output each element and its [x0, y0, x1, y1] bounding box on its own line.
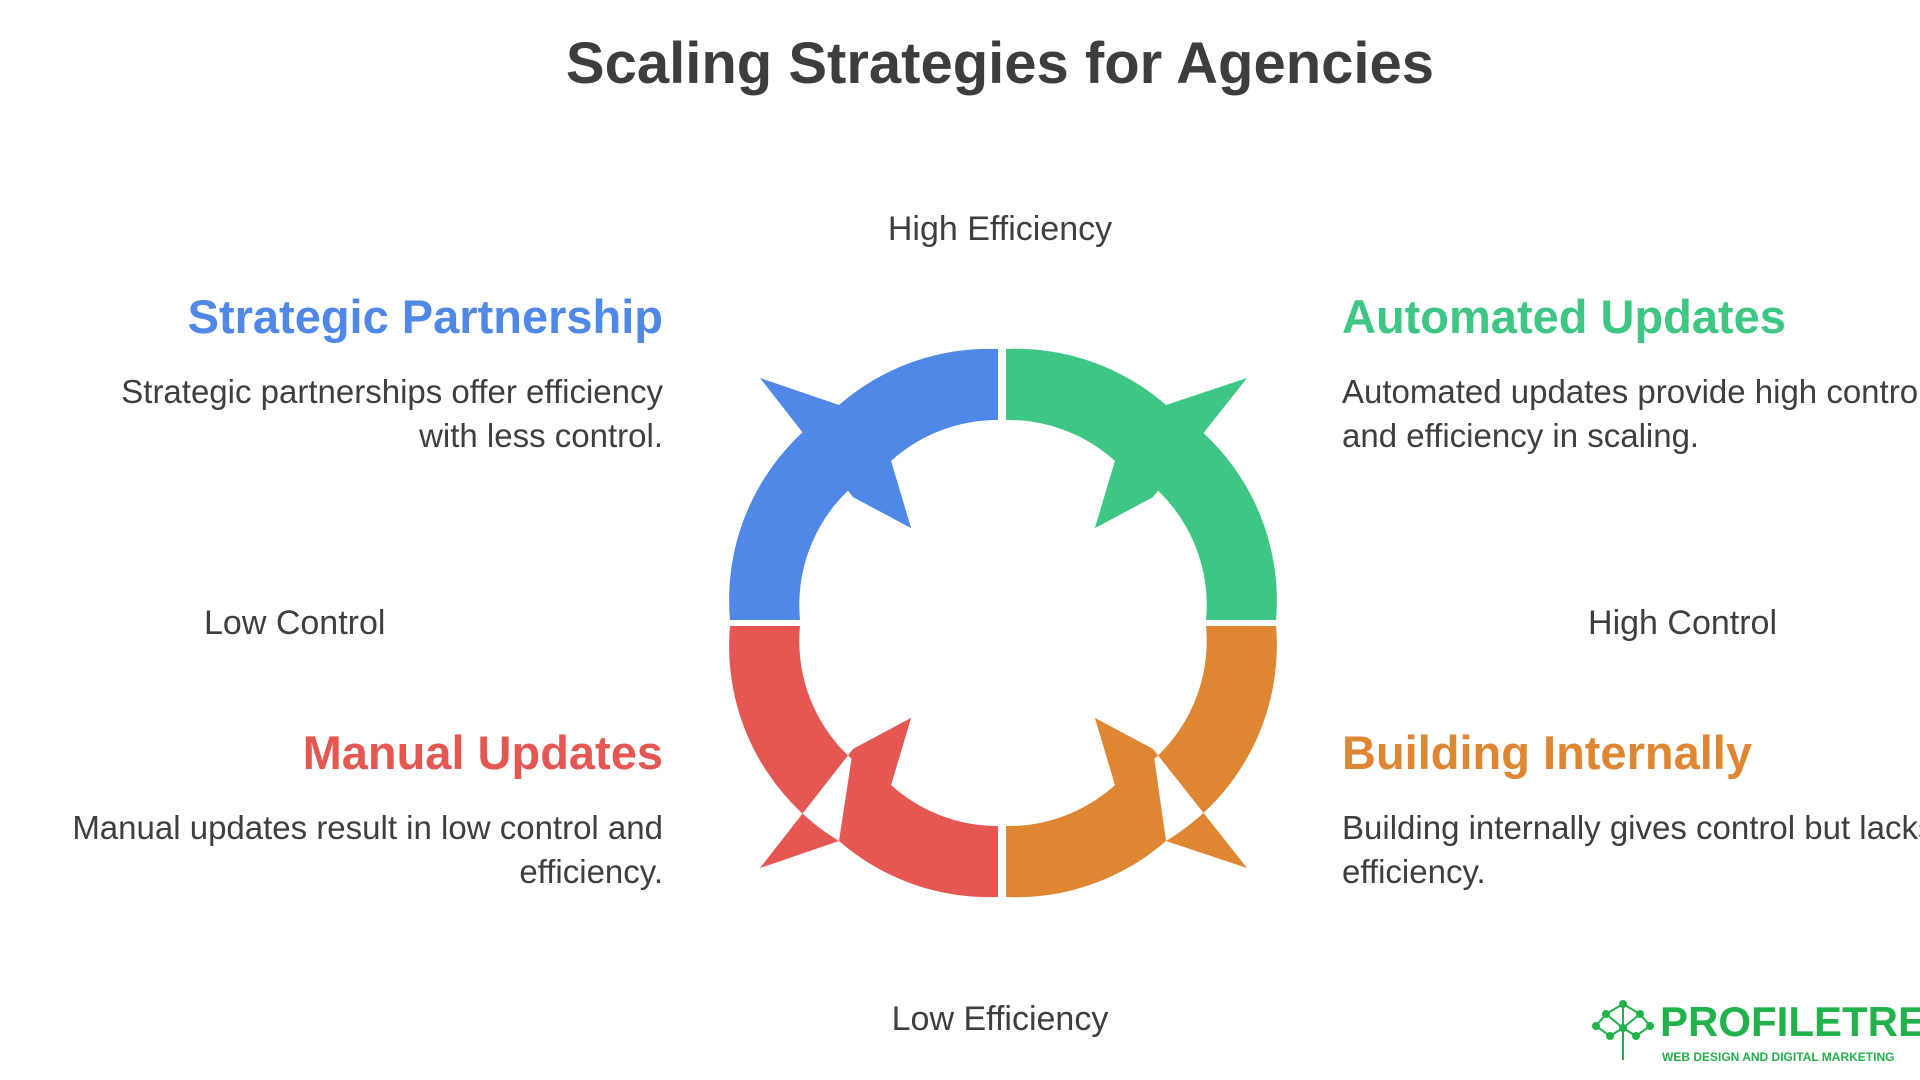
- quadrant-strategic-partnership: Strategic Partnership Strategic partners…: [63, 288, 663, 458]
- quadrant-building-internally: Building Internally Building internally …: [1342, 724, 1920, 894]
- axis-label-top: High Efficiency: [887, 210, 1113, 248]
- quadrant-description-automated: Automated updates provide high control a…: [1342, 373, 1920, 454]
- quadrant-description-strategic: Strategic partnerships offer efficiency …: [121, 373, 663, 454]
- quadrant-description-manual: Manual updates result in low control and…: [72, 809, 663, 890]
- axis-label-left: Low Control: [204, 604, 386, 642]
- quadrant-description-building: Building internally gives control but la…: [1342, 809, 1920, 890]
- segment-automated-updates: [1006, 348, 1247, 528]
- tree-network-icon: [1592, 1000, 1654, 1060]
- profiletree-logo: PROFILETREE WEB DESIGN AND DIGITAL MARKE…: [1592, 998, 1920, 1068]
- segment-building-arc: [1006, 718, 1166, 898]
- quadrant-automated-updates: Automated Updates Automated updates prov…: [1342, 288, 1920, 458]
- axis-label-right: High Control: [1588, 604, 1777, 642]
- segment-manual-arc: [839, 718, 998, 898]
- segment-strategic-arc: [729, 405, 911, 620]
- quadrant-title-building: Building Internally: [1342, 726, 1752, 779]
- logo-wordmark: PROFILETREE: [1660, 998, 1920, 1045]
- segment-strategic-partnership: [760, 348, 998, 528]
- segment-automated-arc: [1095, 405, 1277, 620]
- diagram-title: Scaling Strategies for Agencies: [565, 31, 1435, 96]
- quadrant-title-manual: Manual Updates: [302, 726, 663, 779]
- quadrant-title-strategic: Strategic Partnership: [187, 290, 663, 343]
- quadrant-manual-updates: Manual Updates Manual updates result in …: [63, 724, 663, 894]
- segment-manual-updates: [729, 626, 911, 868]
- logo-tagline: WEB DESIGN AND DIGITAL MARKETING: [1662, 1050, 1895, 1064]
- axis-label-bottom: Low Efficiency: [891, 1000, 1109, 1038]
- quadrant-title-automated: Automated Updates: [1342, 290, 1786, 343]
- segment-building-internally: [1095, 626, 1277, 868]
